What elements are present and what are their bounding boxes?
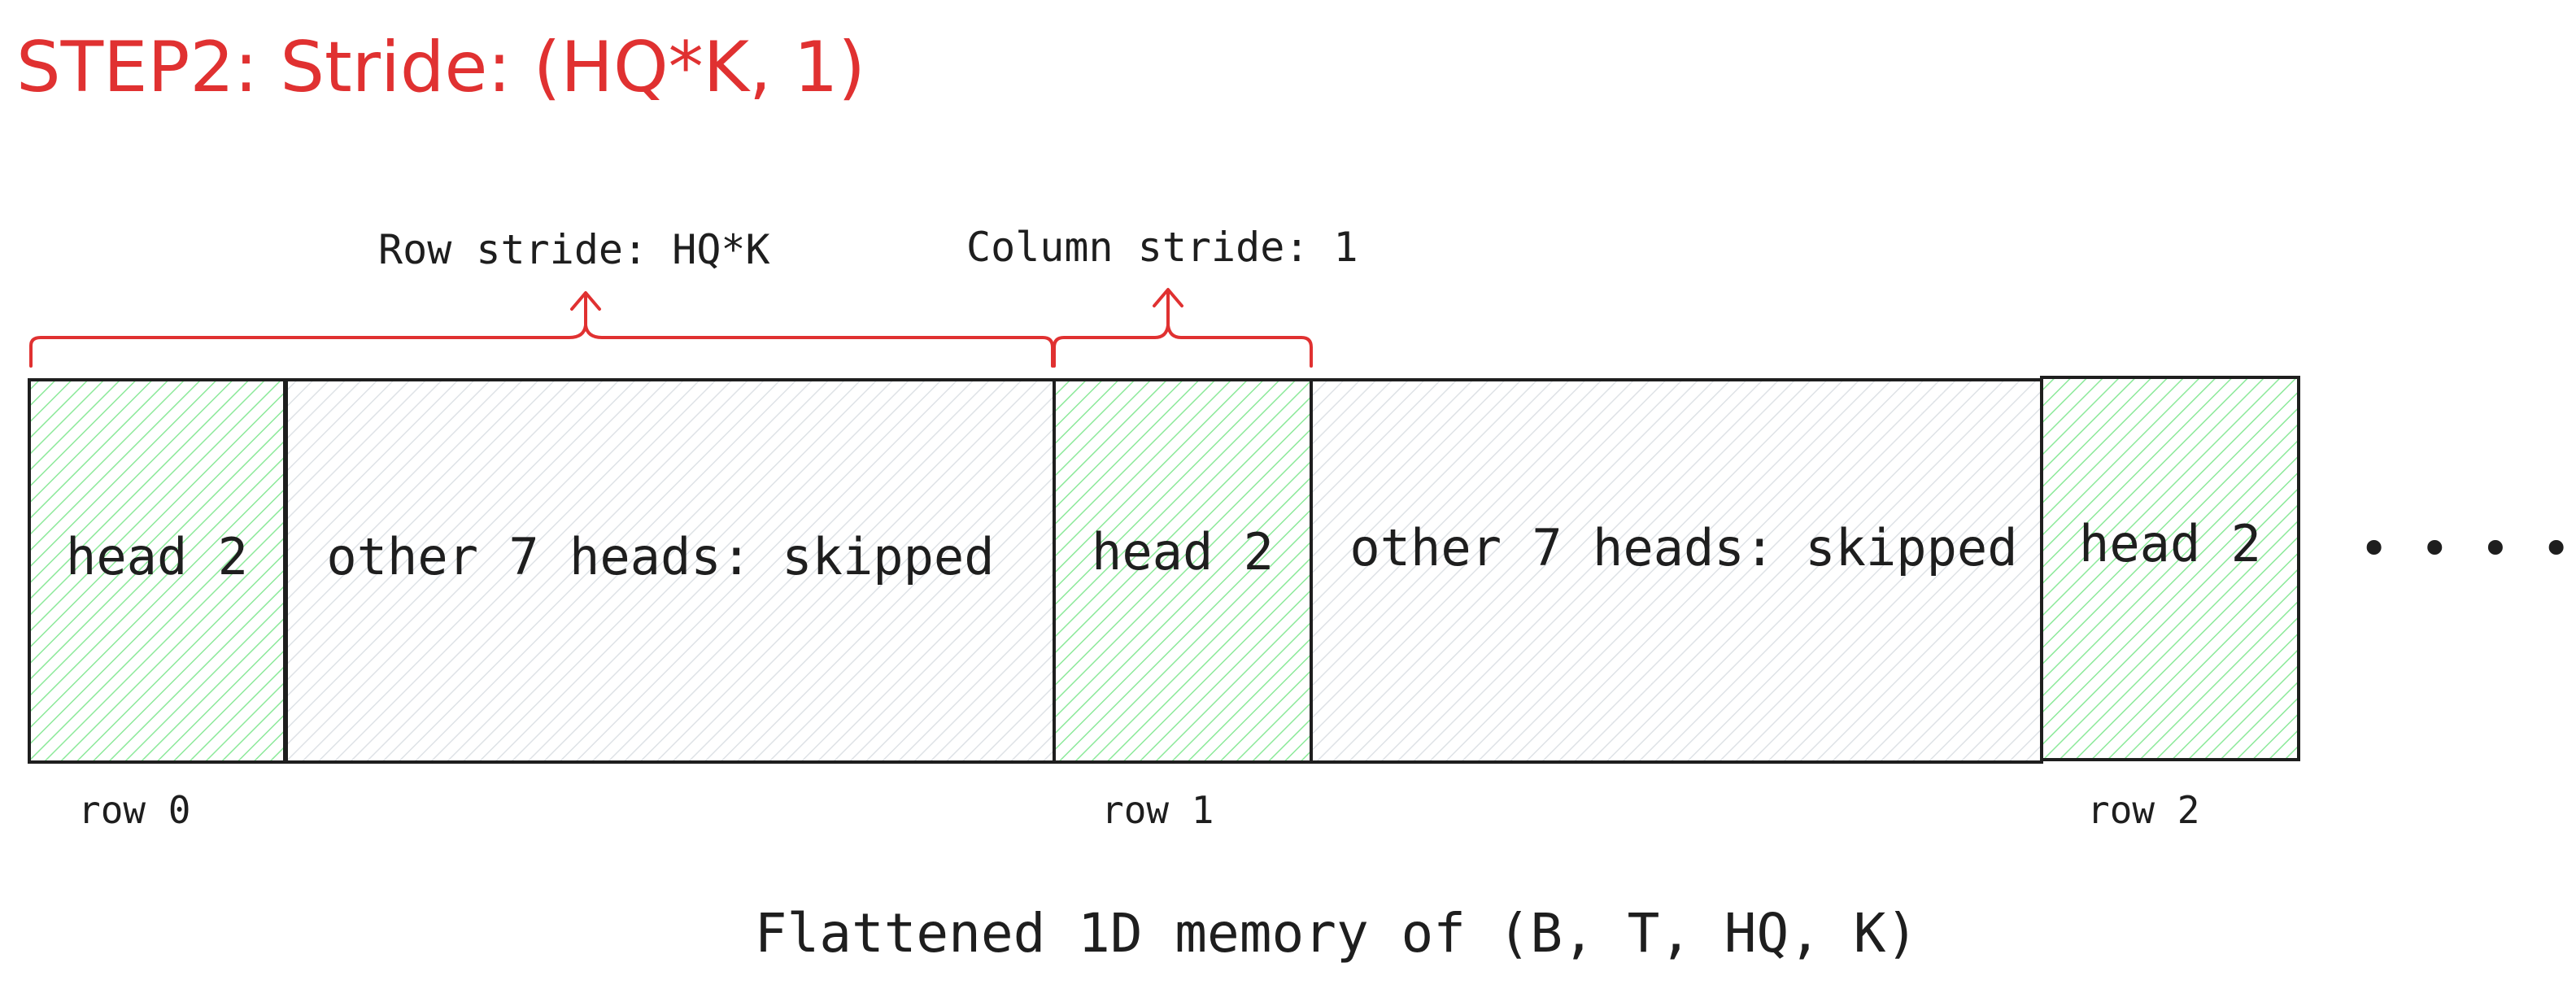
diagram-title: STEP2: Stride: (HQ*K, 1) <box>16 27 865 108</box>
row-stride-label: Row stride: HQ*K <box>378 226 770 273</box>
head-cell <box>28 378 286 764</box>
column-stride-label: Column stride: 1 <box>966 224 1358 271</box>
column-stride-brace <box>1053 324 1313 368</box>
row-label: row 0 <box>78 788 190 832</box>
cell-label-head: head 2 <box>2079 514 2261 573</box>
column-stride-arrowhead-icon <box>1153 288 1183 307</box>
head-cell <box>1053 378 1313 764</box>
continuation-ellipsis: • • • • <box>2359 519 2571 578</box>
memory-strip <box>28 376 2300 764</box>
cell-label-other: other 7 heads: skipped <box>1349 518 2017 577</box>
row-label: row 2 <box>2087 788 2199 832</box>
head-cell <box>2040 376 2300 761</box>
cell-label-head: head 2 <box>1092 522 1274 582</box>
cell-label-other: other 7 heads: skipped <box>326 527 994 586</box>
skipped-cell <box>285 378 1056 764</box>
cell-label-head: head 2 <box>66 527 248 586</box>
skipped-cell <box>1310 378 2043 764</box>
row-label: row 1 <box>1101 788 1214 832</box>
row-stride-brace <box>29 324 1054 368</box>
diagram-caption: Flattened 1D memory of (B, T, HQ, K) <box>755 902 1918 965</box>
row-stride-arrowhead-icon <box>570 291 601 311</box>
